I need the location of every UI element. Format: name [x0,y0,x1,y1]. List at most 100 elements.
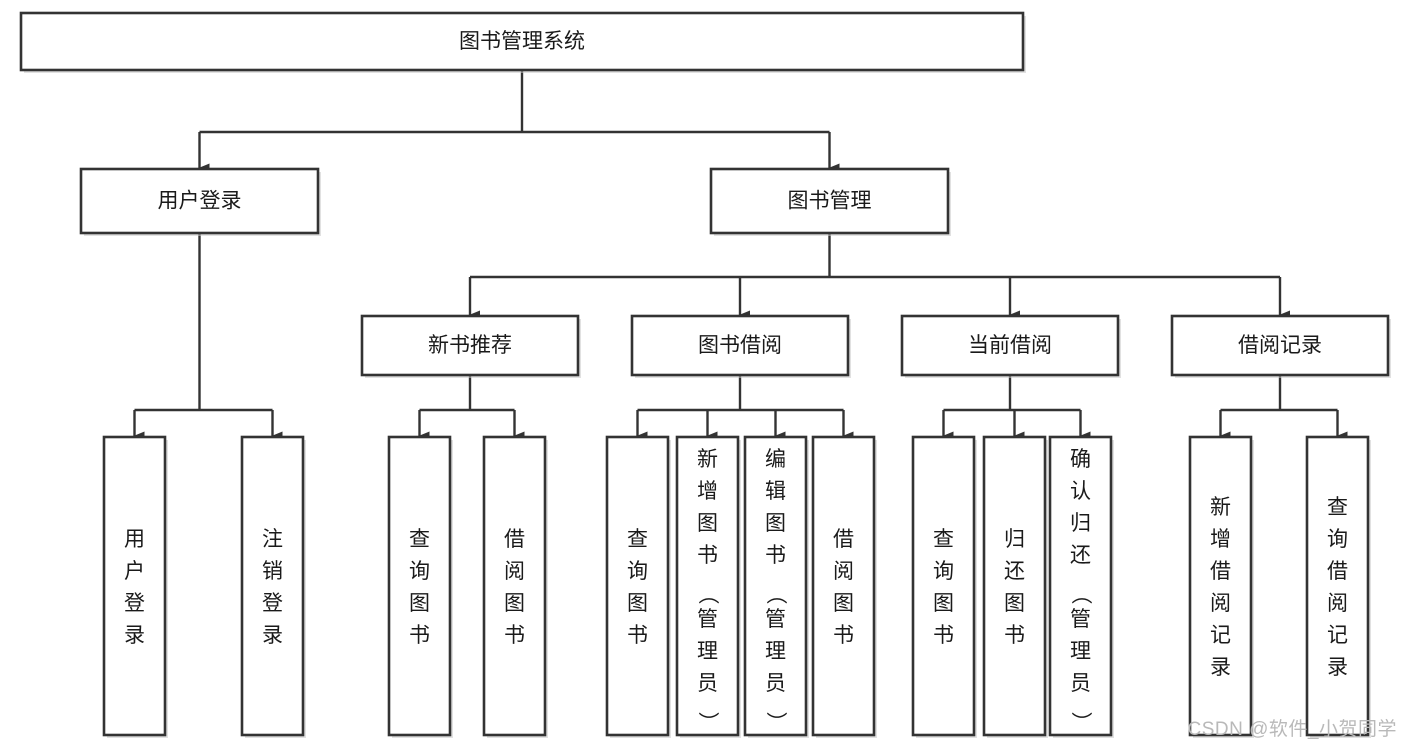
node-box[interactable] [811,435,876,737]
node-new-book-rec[interactable]: 新书推荐 [360,314,581,378]
svg-text:新: 新 [697,448,718,471]
svg-text:归: 归 [1004,528,1025,551]
svg-text:记: 记 [1210,624,1231,647]
svg-text:借: 借 [833,528,854,551]
node-box[interactable] [1188,435,1253,737]
svg-text:管: 管 [1070,608,1091,631]
node-box[interactable] [709,167,950,235]
svg-text:书: 书 [765,544,786,567]
svg-text:询: 询 [1327,528,1348,551]
node-box[interactable] [1048,435,1113,737]
svg-text:记: 记 [1327,624,1348,647]
svg-text:借: 借 [1210,560,1231,583]
svg-text:用: 用 [124,528,145,551]
svg-text:借: 借 [504,528,525,551]
node-box[interactable] [360,314,580,377]
svg-text:）: ） [764,712,787,733]
node-borrow-record[interactable]: 借阅记录 [1170,314,1391,378]
node-label: 图书借阅 [698,334,782,357]
svg-text:书: 书 [697,544,718,567]
node-box[interactable] [1305,435,1370,737]
svg-text:员: 员 [1070,672,1091,695]
node-book-manage[interactable]: 图书管理 [709,167,951,236]
svg-text:图: 图 [409,592,430,615]
svg-text:登: 登 [262,592,283,615]
node-box[interactable] [900,314,1120,377]
svg-text:书: 书 [409,624,430,647]
svg-text:阅: 阅 [1210,592,1231,615]
node-current-borrow[interactable]: 当前借阅 [900,314,1121,378]
svg-text:书: 书 [933,624,954,647]
svg-text:图: 图 [1004,592,1025,615]
svg-text:管: 管 [697,608,718,631]
node-label: 当前借阅 [968,334,1052,357]
node-box[interactable] [79,167,320,235]
svg-text:增: 增 [697,480,718,503]
node-box[interactable] [19,11,1025,72]
node-box[interactable] [911,435,976,737]
node-box[interactable] [387,435,452,737]
svg-text:书: 书 [504,624,525,647]
node-box[interactable] [1170,314,1390,377]
svg-text:录: 录 [1210,656,1231,679]
node-box[interactable] [630,314,850,377]
node-layer: 图书管理系统用户登录图书管理新书推荐图书借阅当前借阅借阅记录用户登录注销登录查询… [19,11,1391,738]
node-label: 图书管理 [788,190,872,213]
svg-text:辑: 辑 [765,480,786,503]
svg-text:图: 图 [765,512,786,535]
svg-text:询: 询 [933,560,954,583]
svg-text:管: 管 [765,608,786,631]
svg-text:书: 书 [627,624,648,647]
svg-text:查: 查 [1327,496,1348,519]
svg-text:户: 户 [124,560,145,583]
node-box[interactable] [982,435,1047,737]
svg-text:录: 录 [124,624,145,647]
node-label: 用户登录 [124,528,145,647]
svg-text:图: 图 [697,512,718,535]
node-leaf-user-login[interactable]: 用户登录 [102,435,168,738]
node-box[interactable] [675,435,740,737]
node-box[interactable] [240,435,305,737]
svg-text:借: 借 [1327,560,1348,583]
node-book-borrow[interactable]: 图书借阅 [630,314,851,378]
svg-text:登: 登 [124,592,145,615]
svg-text:阅: 阅 [504,560,525,583]
node-user-login[interactable]: 用户登录 [79,167,321,236]
node-root-root[interactable]: 图书管理系统 [19,11,1026,73]
node-box[interactable] [102,435,167,737]
connector-layer [133,70,1348,441]
svg-text:书: 书 [1004,624,1025,647]
svg-text:（: （ [764,584,787,605]
node-box[interactable] [482,435,547,737]
svg-text:还: 还 [1004,560,1025,583]
svg-text:（: （ [696,584,719,605]
svg-text:查: 查 [933,528,954,551]
svg-text:图: 图 [933,592,954,615]
svg-text:编: 编 [765,448,786,471]
node-box[interactable] [743,435,808,737]
svg-text:录: 录 [1327,656,1348,679]
node-box[interactable] [605,435,670,737]
